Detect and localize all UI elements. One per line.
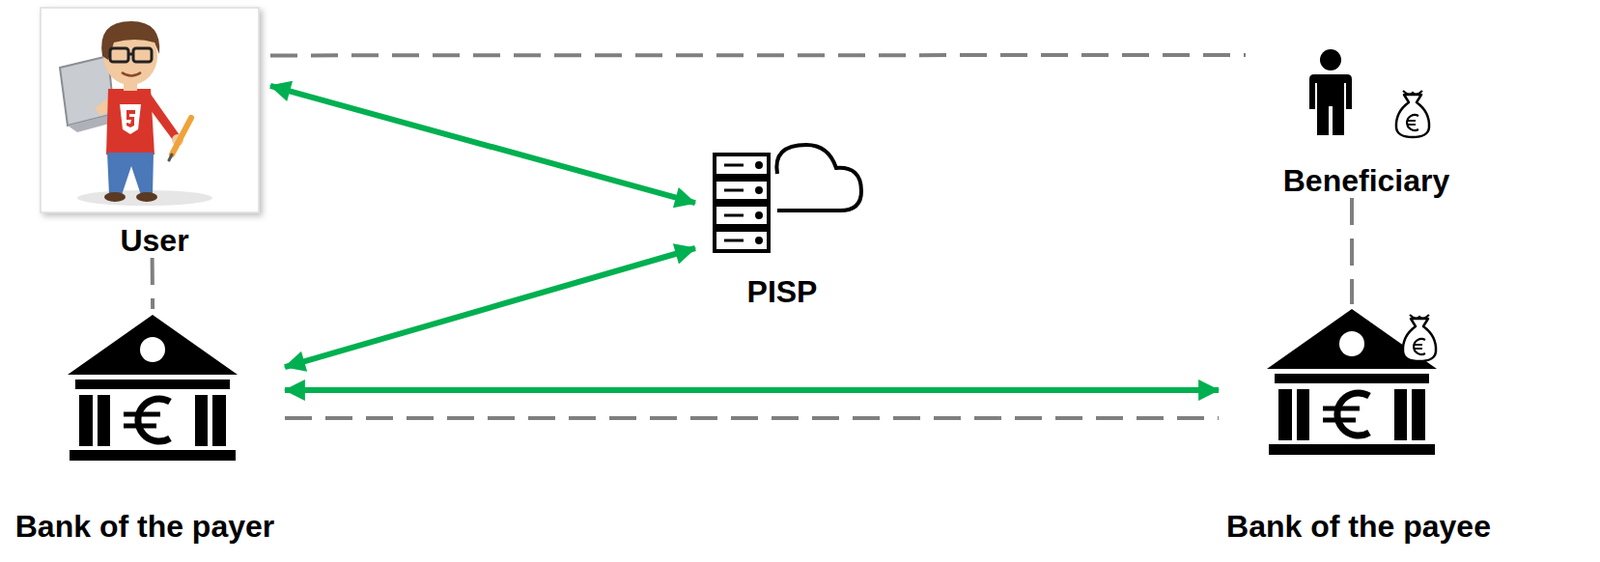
user-node: User xyxy=(38,4,271,258)
green-arrow xyxy=(270,85,696,203)
bank-node: Bank of the payer xyxy=(4,308,285,544)
green-arrow xyxy=(284,248,696,367)
dashed-link xyxy=(284,416,1219,421)
node-label: Bank of the payer xyxy=(15,508,276,544)
node-label: User xyxy=(119,223,189,258)
pisp-node: PISP xyxy=(695,135,870,309)
bank-icon xyxy=(67,314,238,461)
beneficiary-icon xyxy=(1309,49,1430,138)
server-cloud-icon xyxy=(714,144,862,252)
beneficiary-node: Beneficiary xyxy=(1245,38,1488,198)
bank-node: Bank of the payee xyxy=(1218,304,1499,544)
bank-icon xyxy=(1266,308,1437,455)
dashed-link xyxy=(270,53,1246,57)
node-label: Beneficiary xyxy=(1283,163,1451,198)
dashed-link xyxy=(150,257,156,309)
dashed-link xyxy=(1349,197,1354,305)
node-label: PISP xyxy=(747,274,818,309)
node-label: Bank of the payee xyxy=(1226,508,1491,544)
green-arrow xyxy=(284,387,1219,393)
user-illustration xyxy=(40,7,259,213)
